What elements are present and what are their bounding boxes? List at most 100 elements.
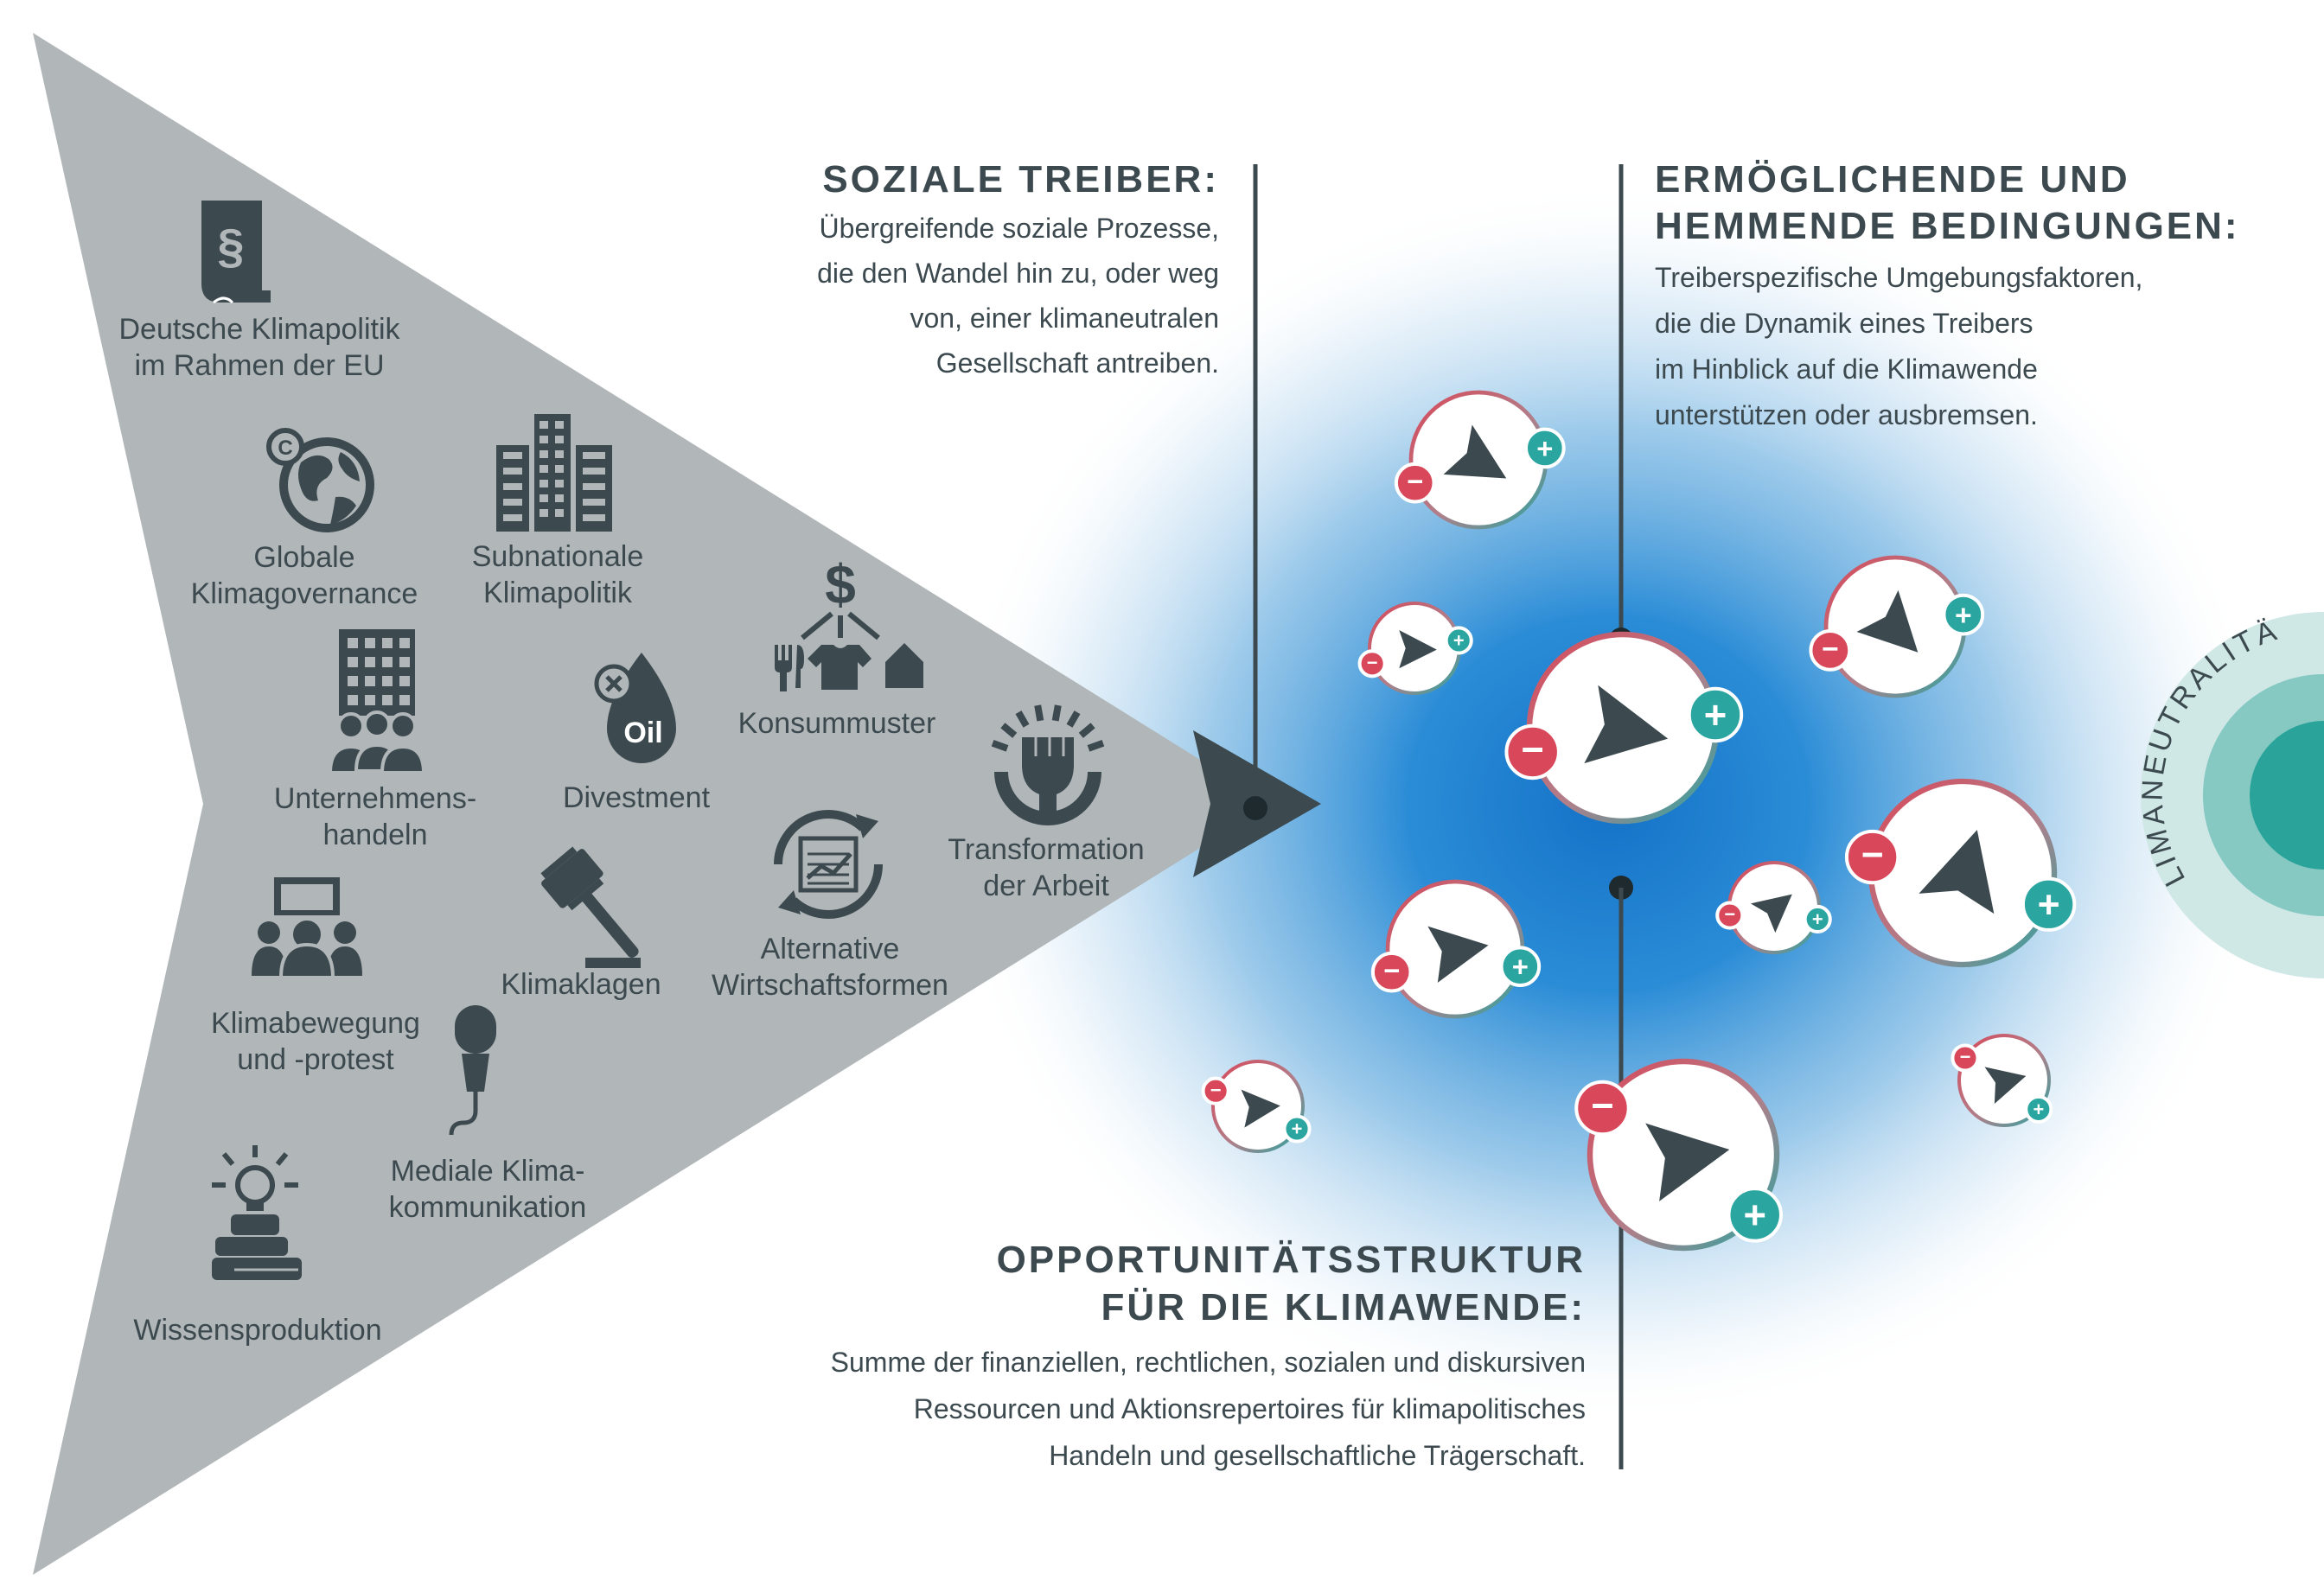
driver-label: Klimaklagen [501, 968, 661, 1001]
plus-symbol: + [1292, 1118, 1303, 1140]
driver-direction-icon [1645, 1123, 1730, 1201]
minus-symbol: − [1724, 903, 1735, 925]
minus-icon [1809, 628, 1852, 672]
driver-item: Mediale Klima-kommunikation [389, 1005, 587, 1224]
driver-label: Unternehmens- [274, 782, 476, 815]
driver-bubble: −+ [1809, 555, 1985, 698]
minus-icon [1201, 1076, 1230, 1105]
circular-chart-icon [774, 810, 883, 919]
city-buildings-icon [496, 414, 612, 532]
soziale-treiber-line: Übergreifende soziale Prozesse, [820, 213, 1219, 244]
driver-direction-icon [1399, 630, 1437, 669]
plus-icon [1499, 946, 1542, 988]
plus-symbol: + [1955, 600, 1972, 632]
driver-direction-icon [1443, 424, 1507, 479]
bedingungen-heading: HEMMENDE BEDINGUNGEN: [1655, 205, 2240, 247]
driver-label: Wissensproduktion [133, 1314, 381, 1347]
driver-label: Transformation [948, 833, 1144, 866]
oil-drop-icon: Oil [594, 653, 676, 763]
driver-label: der Arbeit [983, 870, 1109, 902]
minus-symbol: − [1367, 652, 1378, 673]
driver-item: $ Konsummuster [738, 553, 936, 740]
driver-bubble: −+ [1844, 778, 2077, 968]
driver-direction-icon [1427, 926, 1489, 983]
driver-label: Divestment [563, 781, 711, 814]
driver-bubble: −+ [1715, 861, 1832, 954]
drivers-arrow [33, 33, 1271, 1575]
plus-symbol: + [1453, 630, 1465, 652]
dollar-consumption-icon: $ [775, 553, 923, 691]
plus-symbol: + [1743, 1193, 1766, 1237]
driver-direction-icon [1984, 1067, 2027, 1105]
driver-label: Konsummuster [738, 707, 936, 740]
opportunitaet-line: Summe der finanziellen, rechtlichen, soz… [831, 1347, 1586, 1378]
driver-label: Mediale Klima- [391, 1155, 585, 1188]
minus-symbol: − [1822, 634, 1839, 666]
target-inner-ring [2250, 721, 2324, 870]
opportunitaet-heading: OPPORTUNITÄTSSTRUKTUR [997, 1239, 1586, 1281]
opportunitaet-line: Ressourcen und Aktionsrepertoires für kl… [914, 1393, 1586, 1424]
driver-label: handeln [322, 819, 427, 851]
driver-bubbles: −+−+−+−+−+−+−+−+−+−+ [1201, 390, 2077, 1252]
driver-bubble: −+ [1201, 1060, 1312, 1153]
soziale-treiber-block: SOZIALE TREIBER: Übergreifende soziale P… [817, 158, 1219, 379]
plus-symbol: + [2038, 884, 2060, 927]
driver-bubble: −+ [1504, 631, 1744, 825]
driver-item: Unternehmens-handeln [274, 629, 476, 851]
minus-icon [1715, 901, 1745, 930]
driver-item: Klimaklagen [501, 846, 661, 1001]
driver-label: Subnationale [472, 540, 644, 573]
driver-bubble: −+ [1370, 879, 1542, 1019]
bedingungen-line: die die Dynamik eines Treibers [1655, 308, 2034, 339]
opportunitaet-line: Handeln und gesellschaftliche Trägerscha… [1049, 1440, 1586, 1471]
driver-direction-icon [1584, 685, 1669, 764]
lightbulb-books-icon [212, 1145, 302, 1280]
driver-direction-icon [1241, 1089, 1280, 1128]
driver-label: Klimabewegung [211, 1007, 420, 1040]
svg-text:$: $ [825, 553, 856, 615]
plus-symbol: + [1512, 951, 1529, 983]
driver-label: Klimapolitik [483, 577, 633, 609]
soziale-treiber-line: von, einer klimaneutralen [910, 303, 1219, 334]
driver-item: Wissensproduktion [133, 1145, 382, 1347]
minus-symbol: − [1383, 954, 1400, 986]
minus-symbol: − [1521, 728, 1544, 772]
svg-text:C: C [278, 436, 292, 460]
plus-icon [1942, 593, 1985, 636]
minus-icon [1357, 649, 1387, 679]
soziale-treiber-line: die den Wandel hin zu, oder weg [817, 258, 1219, 289]
driver-direction-icon [1856, 589, 1919, 653]
bedingungen-line: im Hinblick auf die Klimawende [1655, 354, 2038, 385]
microphone-icon [449, 1005, 496, 1136]
plus-icon [1523, 427, 1566, 469]
driver-item: Transformation der Arbeit [948, 704, 1145, 902]
plus-icon [1444, 626, 1473, 655]
gavel-icon [540, 846, 641, 968]
minus-icon [1370, 951, 1413, 993]
opportunitaet-heading: FÜR DIE KLIMAWENDE: [1101, 1286, 1586, 1328]
plus-symbol: + [1812, 908, 1823, 930]
bedingungen-line: Treiberspezifische Umgebungsfaktoren, [1655, 262, 2142, 293]
minus-symbol: − [1210, 1079, 1222, 1100]
driver-label: Globale [253, 541, 354, 574]
fist-gear-icon [991, 704, 1105, 825]
bedingungen-heading: ERMÖGLICHENDE UND [1655, 158, 2130, 201]
soziale-treiber-heading: SOZIALE TREIBER: [822, 158, 1219, 201]
company-people-icon [328, 629, 426, 774]
minus-symbol: − [1591, 1084, 1614, 1128]
plus-symbol: + [2033, 1099, 2044, 1120]
driver-bubble: −+ [1357, 602, 1473, 695]
driver-label: kommunikation [389, 1191, 587, 1224]
minus-icon [1950, 1043, 1980, 1073]
minus-icon [1844, 829, 1900, 885]
driver-label: und -protest [237, 1043, 394, 1076]
driver-label: Deutsche Klimapolitik [118, 313, 400, 346]
driver-label: im Rahmen der EU [134, 349, 384, 382]
bedingungen-line: unterstützen oder ausbremsen. [1655, 399, 2038, 430]
plus-symbol: + [1536, 432, 1553, 464]
